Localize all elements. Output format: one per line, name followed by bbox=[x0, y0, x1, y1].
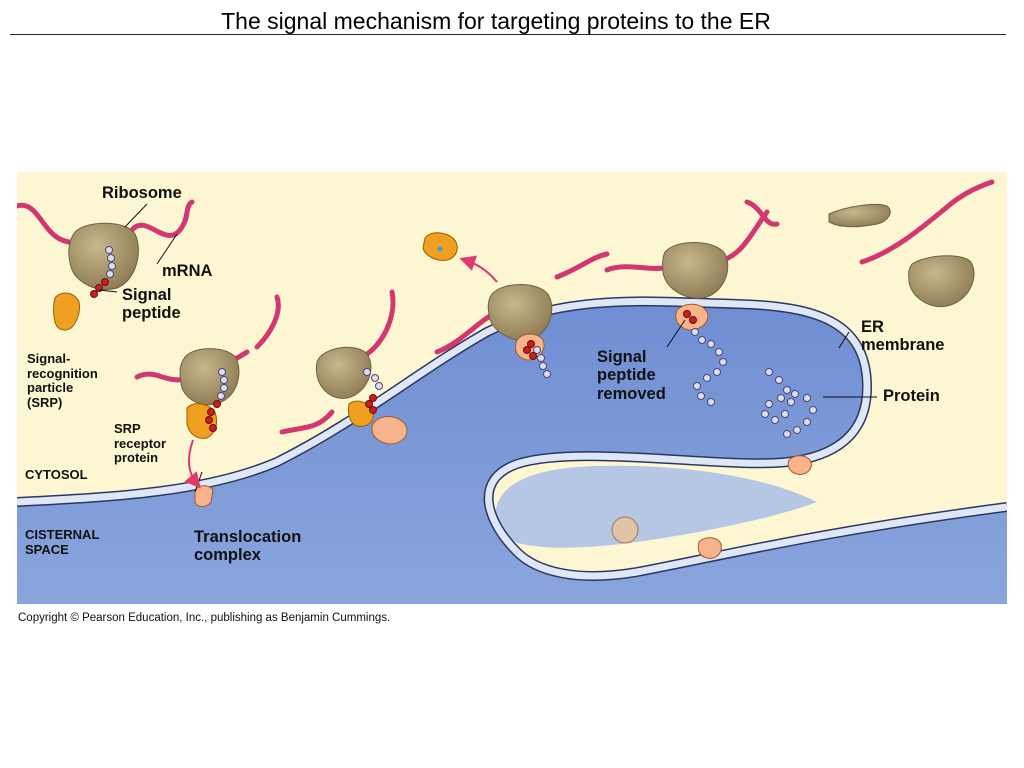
er-fold-inner bbox=[495, 465, 817, 548]
label-signal-peptide: Signal peptide bbox=[122, 286, 181, 323]
copyright-notice: Copyright © Pearson Education, Inc., pub… bbox=[18, 612, 391, 624]
arrow-icon bbox=[184, 439, 201, 489]
vesicle-icon bbox=[611, 516, 639, 544]
label-srp: Signal- recognition particle (SRP) bbox=[27, 351, 98, 410]
diagram-figure: Ribosome mRNA Signal peptide Signal- rec… bbox=[17, 172, 1007, 604]
ribosome-icon bbox=[68, 203, 975, 406]
srp-binding-dot bbox=[437, 246, 443, 252]
label-cytosol: CYTOSOL bbox=[25, 467, 88, 482]
arrow-icon bbox=[459, 255, 498, 283]
label-signal-peptide-removed: Signal peptide removed bbox=[597, 348, 666, 403]
label-srp-receptor: SRP receptor protein bbox=[114, 421, 167, 466]
label-translocation-complex: Translocation complex bbox=[194, 528, 302, 565]
er-lumen bbox=[17, 301, 1007, 604]
er-membrane-lower-fill bbox=[514, 503, 1007, 580]
label-ribosome: Ribosome bbox=[102, 184, 182, 202]
leader-lines bbox=[98, 203, 877, 493]
slide-title: The signal mechanism for targeting prote… bbox=[221, 8, 771, 34]
label-cisternal-space: CISTERNAL SPACE bbox=[25, 527, 100, 557]
label-protein: Protein bbox=[883, 387, 940, 405]
title-rule bbox=[10, 34, 1006, 35]
diagram-canvas bbox=[17, 179, 1007, 604]
signal-peptide-beads bbox=[90, 278, 697, 432]
label-er-membrane: ER membrane bbox=[861, 318, 945, 355]
protein-chain-icon bbox=[105, 246, 817, 438]
er-membrane-fill bbox=[17, 297, 871, 555]
translocation-complex-icon bbox=[194, 303, 812, 559]
label-mrna: mRNA bbox=[162, 262, 213, 280]
